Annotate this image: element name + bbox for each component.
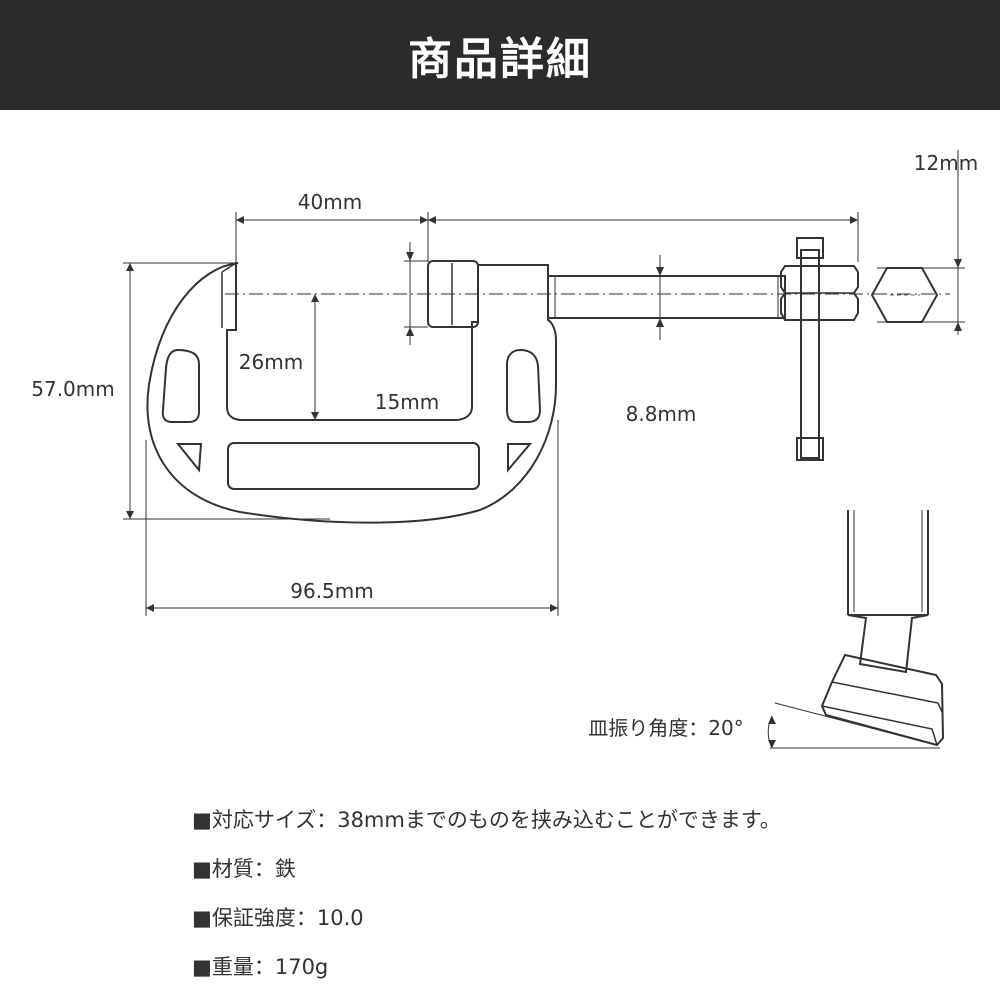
- hex-nut: [780, 265, 859, 321]
- screw-rod: [547, 275, 786, 319]
- page-title: 商品詳細: [408, 34, 592, 85]
- frame-tri-left: [175, 443, 203, 473]
- dim-jaw-opening: 40mm: [298, 190, 362, 214]
- dim-screw-diameter: 8.8mm: [626, 402, 697, 426]
- dim-throat-depth: 26mm: [239, 350, 303, 374]
- t-handle-bottom-cap: [796, 437, 824, 461]
- dim-width: 96.5mm: [290, 579, 374, 603]
- frame-hole-left: [161, 348, 200, 423]
- dim-anvil-height: 15mm: [375, 390, 439, 414]
- header-bar: 商品詳細: [0, 0, 1000, 110]
- frame-inner-edge: [221, 262, 237, 328]
- clamp-frame: [146, 262, 557, 524]
- frame-tri-right: [507, 443, 533, 473]
- spec-list: ■対応サイズ：38mmまでのものを挟み込むことができます。 ■材質：鉄 ■保証強…: [192, 800, 972, 996]
- swivel-stem: [847, 614, 929, 674]
- spec-compatible-size: ■対応サイズ：38mmまでのものを挟み込むことができます。: [192, 808, 781, 832]
- spec-material: ■材質：鉄: [192, 857, 296, 881]
- dim-height: 57.0mm: [31, 377, 115, 401]
- t-handle-bar: [800, 249, 820, 459]
- spec-strength: ■保証強度：10.0: [192, 906, 364, 930]
- dim-screw-hex: 12mm: [914, 151, 978, 175]
- spec-weight: ■重量：170g: [192, 955, 329, 979]
- t-handle-top-cap: [796, 237, 824, 259]
- frame-slot-bottom: [227, 442, 480, 490]
- frame-hole-right: [506, 348, 542, 423]
- swivel-angle-label: 皿振り角度：20°: [588, 716, 743, 740]
